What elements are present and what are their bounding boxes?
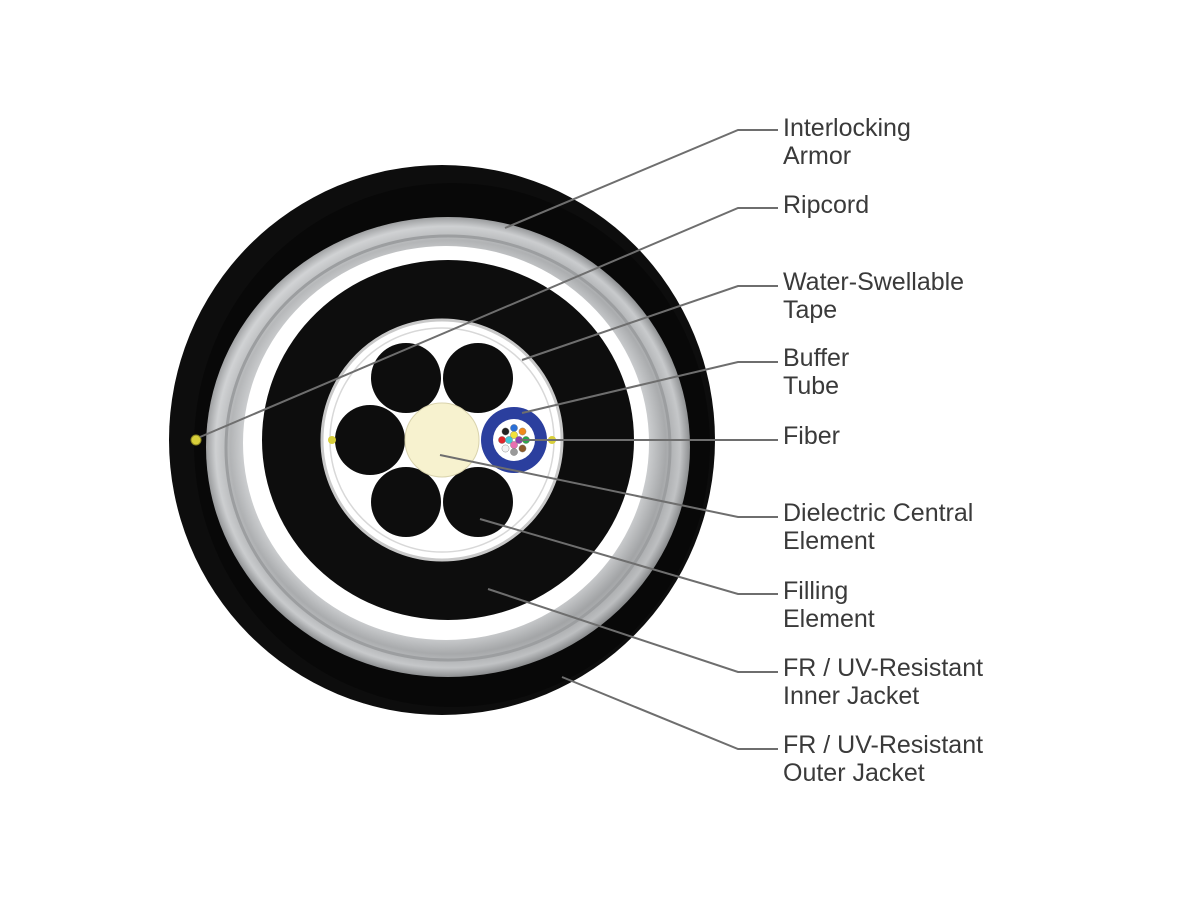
label-line: Inner Jacket <box>783 682 919 710</box>
label-filling-element: Filling Element <box>783 577 875 633</box>
dielectric-central-element <box>404 402 480 478</box>
fiber <box>510 424 518 432</box>
leader-line-ripcord <box>199 207 778 438</box>
filling-element <box>443 343 513 413</box>
fiber <box>518 427 527 436</box>
label-outer-jacket: FR / UV-Resistant Outer Jacket <box>783 731 990 787</box>
label-buffer-tube: Buffer Tube <box>783 344 856 400</box>
label-line: Element <box>783 527 875 555</box>
leader-line-outer-jacket <box>561 676 778 750</box>
fiber <box>510 448 518 456</box>
fiber <box>510 441 518 449</box>
leader-lines <box>199 129 778 750</box>
leader-line-water-swellable-tape <box>521 285 778 361</box>
leader-line-dielectric-central-element <box>439 454 778 518</box>
label-line: Water-Swellable <box>783 268 964 296</box>
label-interlocking-armor: Interlocking Armor <box>783 114 918 170</box>
fiber-group <box>498 424 530 456</box>
label-water-swellable-tape: Water-Swellable Tape <box>783 268 971 324</box>
fiber <box>510 431 518 439</box>
label-line: Dielectric Central <box>783 499 973 527</box>
filling-element <box>371 343 441 413</box>
label-line: Outer Jacket <box>783 759 925 787</box>
leader-line-filling-element <box>479 518 778 595</box>
label-line: Element <box>783 605 875 633</box>
leader-line-interlocking-armor <box>504 129 778 229</box>
ripcord-dot <box>328 436 336 444</box>
fiber <box>501 427 510 436</box>
leader-line-buffer-tube <box>521 361 778 414</box>
fiber <box>501 444 510 453</box>
fiber <box>518 444 527 453</box>
filling-element <box>335 405 405 475</box>
label-line: Buffer <box>783 344 849 372</box>
fiber <box>498 436 506 444</box>
label-fiber: Fiber <box>783 422 840 450</box>
label-line: FR / UV-Resistant <box>783 731 983 759</box>
fiber <box>505 436 513 444</box>
leader-line-inner-jacket <box>487 588 778 673</box>
label-line: Armor <box>783 142 851 170</box>
label-dielectric-central-element: Dielectric Central Element <box>783 499 980 555</box>
label-line: Tape <box>783 296 837 324</box>
label-line: Fiber <box>783 422 840 450</box>
filling-element <box>443 467 513 537</box>
label-ripcord: Ripcord <box>783 191 869 219</box>
label-line: FR / UV-Resistant <box>783 654 983 682</box>
armor-groove <box>224 234 672 662</box>
label-line: Interlocking <box>783 114 911 142</box>
label-line: Ripcord <box>783 191 869 219</box>
label-inner-jacket: FR / UV-Resistant Inner Jacket <box>783 654 990 710</box>
ripcord-dot <box>190 434 202 446</box>
label-line: Tube <box>783 372 839 400</box>
filling-element <box>371 467 441 537</box>
label-line: Filling <box>783 577 848 605</box>
